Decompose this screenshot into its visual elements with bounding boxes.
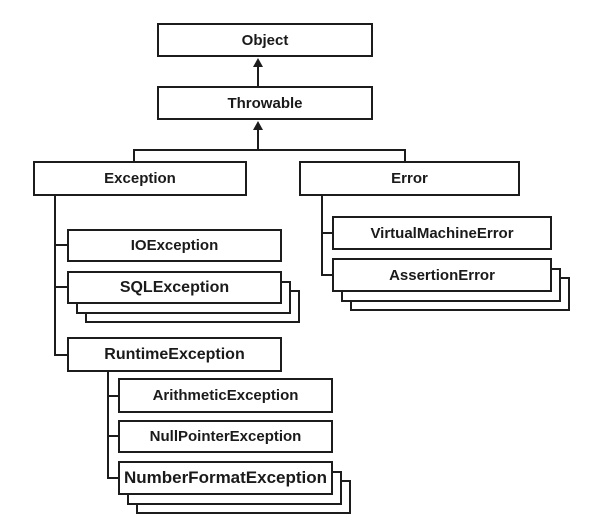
arrowhead-throwable-to-object (253, 58, 263, 67)
connector-error-spine (321, 196, 323, 276)
node-sqlexception: SQLException (67, 271, 282, 304)
node-arithmeticexception: ArithmeticException (118, 378, 333, 413)
node-numberformatexception: NumberFormatException (118, 461, 333, 495)
connector-branch-to-exception (133, 149, 135, 161)
connector-runtimeexception-spine (107, 372, 109, 479)
node-exception: Exception (33, 161, 247, 196)
connector-throwable-to-object (257, 65, 259, 86)
connector-branch-to-error (404, 149, 406, 161)
node-runtimeexception: RuntimeException (67, 337, 282, 372)
connector-branch-to-throwable (257, 128, 259, 150)
connector-to-virtualmachineerror (321, 232, 332, 234)
node-object: Object (157, 23, 373, 57)
node-nullpointerexception: NullPointerException (118, 420, 333, 453)
connector-to-runtimeexception (54, 354, 67, 356)
node-error: Error (299, 161, 520, 196)
connector-branch-horizontal (133, 149, 406, 151)
connector-to-sqlexception (54, 286, 67, 288)
connector-to-arithmeticexception (107, 395, 118, 397)
connector-exception-spine (54, 196, 56, 356)
arrowhead-branch-to-throwable (253, 121, 263, 130)
node-assertionerror: AssertionError (332, 258, 552, 292)
connector-to-ioexception (54, 244, 67, 246)
connector-to-assertionerror (321, 274, 332, 276)
node-virtualmachineerror: VirtualMachineError (332, 216, 552, 250)
node-throwable: Throwable (157, 86, 373, 120)
connector-to-nullpointerexception (107, 435, 118, 437)
connector-to-numberformatexception (107, 477, 118, 479)
node-ioexception: IOException (67, 229, 282, 262)
